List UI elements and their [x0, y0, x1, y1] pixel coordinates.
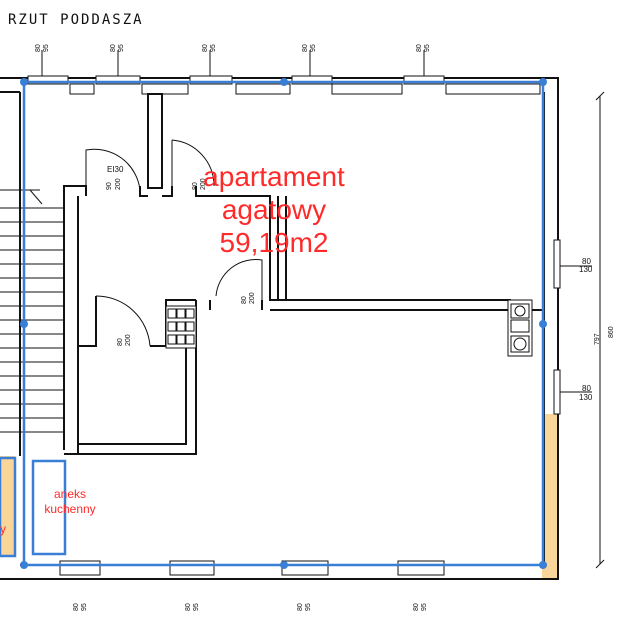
- win-top-1-w: 80: [35, 44, 42, 52]
- win-top-3-w: 80: [202, 44, 209, 52]
- dimension-lines: [41, 50, 605, 569]
- win-top-5-w: 80: [416, 44, 423, 52]
- door-1-h: 200: [115, 178, 122, 190]
- highlight-right: [542, 414, 558, 579]
- win-side-1-w: 80: [582, 257, 591, 266]
- door-4-w: 80: [241, 296, 248, 304]
- ventilation-ducts: [165, 305, 197, 349]
- win-top-2-h: 95: [118, 44, 125, 52]
- room-name-line1: apartament: [203, 161, 345, 192]
- door-3-w: 80: [117, 338, 124, 346]
- win-top-1-h: 95: [43, 44, 50, 52]
- win-bot-2-h: 95: [193, 603, 200, 611]
- win-bot-3-h: 95: [305, 603, 312, 611]
- win-top-2-w: 80: [110, 44, 117, 52]
- room-area: 59,19m2: [219, 227, 329, 258]
- win-side-2-w: 80: [582, 384, 591, 393]
- highlight-left: [0, 456, 15, 556]
- win-bot-1-w: 80: [73, 603, 80, 611]
- annex-line2: kuchenny: [44, 502, 96, 516]
- win-bot-4-h: 95: [421, 603, 428, 611]
- win-bot-2-w: 80: [185, 603, 192, 611]
- win-top-3-h: 95: [210, 44, 217, 52]
- interior-walls: [63, 93, 544, 455]
- chimney: [507, 299, 533, 357]
- dim-860-label: 860: [608, 326, 615, 338]
- win-bot-3-w: 80: [297, 603, 304, 611]
- annex-line1: aneks: [53, 487, 87, 501]
- win-bot-4-w: 80: [413, 603, 420, 611]
- room-name-line2: agatowy: [221, 194, 327, 225]
- stairs: [0, 189, 64, 433]
- win-bot-1-h: 95: [81, 603, 88, 611]
- outline-vertices: [20, 78, 547, 569]
- win-top-4-h: 95: [310, 44, 317, 52]
- win-top-5-h: 95: [424, 44, 431, 52]
- plan-title: RZUT PODDASZA: [8, 12, 144, 28]
- door-2-w: 80: [192, 182, 199, 190]
- win-top-4-w: 80: [302, 44, 309, 52]
- door-3-h: 200: [125, 334, 132, 346]
- win-side-2-h: 130: [579, 393, 593, 402]
- room-label-edge-fragment: y: [0, 522, 6, 536]
- door-2-h: 200: [200, 178, 207, 190]
- dim-797-label: 797: [594, 333, 601, 345]
- room-label-aneks: aneks kuchenny: [22, 487, 118, 517]
- door-fire-rating: EI30: [107, 165, 124, 174]
- room-label-apartament: apartament agatowy 59,19m2: [176, 160, 372, 259]
- door-swings: [85, 139, 263, 347]
- windows-bottom: [59, 560, 445, 576]
- door-1-w: 90: [106, 182, 113, 190]
- win-side-1-h: 130: [579, 265, 593, 274]
- door-4-h: 200: [249, 292, 256, 304]
